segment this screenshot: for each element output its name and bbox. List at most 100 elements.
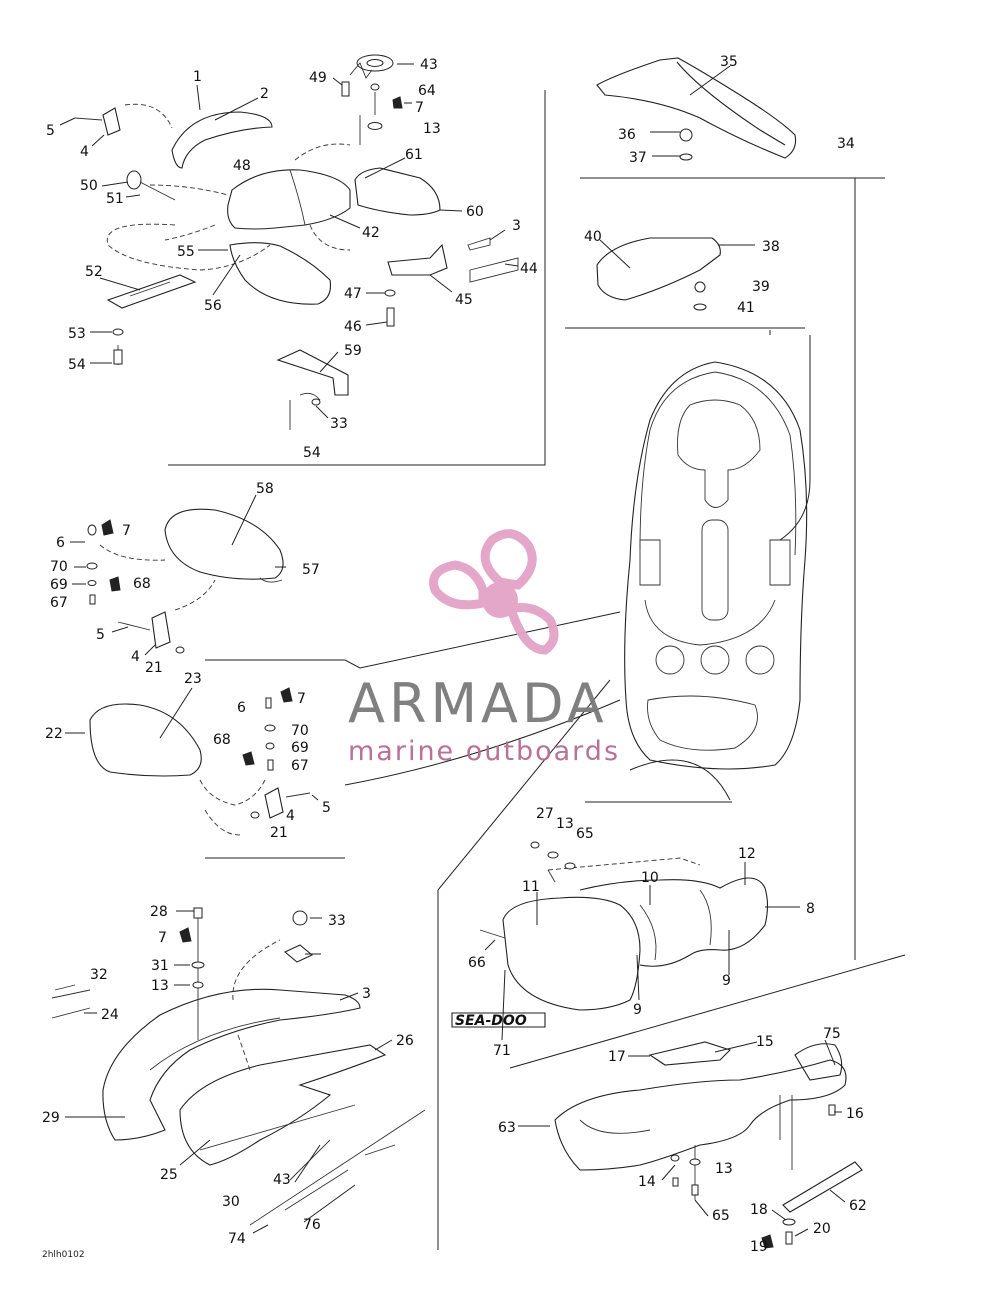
part-number-label: 25 bbox=[160, 1167, 178, 1183]
part-number-label: 20 bbox=[813, 1221, 831, 1237]
rear-seat-group bbox=[86, 508, 284, 654]
part-number-label: 62 bbox=[849, 1198, 867, 1214]
part-number-label: 63 bbox=[498, 1120, 516, 1136]
part-number-label: 14 bbox=[638, 1174, 656, 1190]
part-number-label: 28 bbox=[150, 904, 168, 920]
part-number-label: 43 bbox=[420, 57, 438, 73]
part-number-label: 13 bbox=[151, 978, 169, 994]
storage-cover-group bbox=[596, 57, 797, 311]
part-number-label: 10 bbox=[641, 870, 659, 886]
part-number-label: 71 bbox=[493, 1043, 511, 1059]
lower-seat-group bbox=[51, 907, 426, 1226]
part-number-label: 9 bbox=[722, 973, 731, 989]
seat-cushion-8-group bbox=[479, 841, 769, 1011]
part-number-label: 55 bbox=[177, 244, 195, 260]
part-number-label: 18 bbox=[750, 1202, 768, 1218]
part-number-label: 23 bbox=[184, 671, 202, 687]
part-number-label: 13 bbox=[556, 816, 574, 832]
part-number-label: 13 bbox=[715, 1161, 733, 1177]
front-seat-cushion-group bbox=[74, 54, 519, 430]
part-number-label: 8 bbox=[806, 901, 815, 917]
part-number-label: 54 bbox=[68, 357, 86, 373]
part-number-label: 37 bbox=[629, 150, 647, 166]
leader-lines bbox=[59, 63, 846, 1237]
drawing-code: 2hlh0102 bbox=[42, 1250, 85, 1260]
part-number-label: 45 bbox=[455, 292, 473, 308]
part-number-label: 69 bbox=[291, 740, 309, 756]
part-number-label: 7 bbox=[297, 691, 306, 707]
part-number-label: 70 bbox=[291, 723, 309, 739]
part-number-label: 24 bbox=[101, 1007, 119, 1023]
part-number-label: 74 bbox=[228, 1231, 246, 1247]
part-number-label: 43 bbox=[273, 1172, 291, 1188]
part-number-label: 70 bbox=[50, 559, 68, 575]
part-number-label: 68 bbox=[133, 576, 151, 592]
part-number-label: 65 bbox=[712, 1208, 730, 1224]
part-number-label: 44 bbox=[520, 261, 538, 277]
part-number-label: 46 bbox=[344, 319, 362, 335]
part-number-label: 33 bbox=[328, 913, 346, 929]
part-number-label: 16 bbox=[846, 1106, 864, 1122]
part-number-label: 48 bbox=[233, 158, 251, 174]
hull-body bbox=[624, 361, 808, 770]
part-number-label: 5 bbox=[46, 123, 55, 139]
part-number-label: 3 bbox=[512, 218, 521, 234]
part-number-label: 61 bbox=[405, 147, 423, 163]
decal-text: SEA-DOO bbox=[455, 1013, 527, 1029]
part-number-label: 41 bbox=[737, 300, 755, 316]
part-number-label: 56 bbox=[204, 298, 222, 314]
middle-seat-group bbox=[89, 687, 311, 836]
part-number-label: 21 bbox=[145, 660, 163, 676]
part-number-label: 36 bbox=[618, 127, 636, 143]
part-number-label: 64 bbox=[418, 83, 436, 99]
part-number-label: 75 bbox=[823, 1026, 841, 1042]
part-number-label: 68 bbox=[213, 732, 231, 748]
part-number-label: 1 bbox=[193, 69, 202, 85]
part-number-label: 58 bbox=[256, 481, 274, 497]
part-number-label: 6 bbox=[237, 700, 246, 716]
part-number-label: 76 bbox=[303, 1217, 321, 1233]
part-number-label: 49 bbox=[309, 70, 327, 86]
part-number-label: 60 bbox=[466, 204, 484, 220]
part-number-label: 4 bbox=[286, 808, 295, 824]
part-number-label: 65 bbox=[576, 826, 594, 842]
part-number-label: 27 bbox=[536, 806, 554, 822]
part-number-label: 6 bbox=[56, 535, 65, 551]
part-number-label: 35 bbox=[720, 54, 738, 70]
part-number-label: 21 bbox=[270, 825, 288, 841]
brand-name: ARMADA bbox=[348, 672, 608, 735]
part-number-label: 15 bbox=[756, 1034, 774, 1050]
part-number-label: 4 bbox=[80, 144, 89, 160]
part-number-label: 42 bbox=[362, 225, 380, 241]
part-number-label: 47 bbox=[344, 286, 362, 302]
part-number-label: 31 bbox=[151, 958, 169, 974]
part-number-label: 39 bbox=[752, 279, 770, 295]
part-number-label: 52 bbox=[85, 264, 103, 280]
part-number-label: 17 bbox=[608, 1049, 626, 1065]
part-number-label: 12 bbox=[738, 846, 756, 862]
part-number-label: 38 bbox=[762, 239, 780, 255]
part-number-label: 66 bbox=[468, 955, 486, 971]
part-number-label: 5 bbox=[96, 627, 105, 643]
part-number-label: 59 bbox=[344, 343, 362, 359]
part-number-label: 33 bbox=[330, 416, 348, 432]
part-number-label: 53 bbox=[68, 326, 86, 342]
part-number-label: 34 bbox=[837, 136, 855, 152]
section-separators bbox=[168, 90, 906, 1250]
part-number-label: 7 bbox=[415, 100, 424, 116]
lower-seat-base-group bbox=[554, 1041, 863, 1249]
part-number-label: 67 bbox=[50, 595, 68, 611]
part-number-label: 40 bbox=[584, 229, 602, 245]
part-number-label: 57 bbox=[302, 562, 320, 578]
part-number-label: 51 bbox=[106, 191, 124, 207]
propeller-icon bbox=[429, 529, 559, 655]
part-number-label: 22 bbox=[45, 726, 63, 742]
part-number-label: 32 bbox=[90, 967, 108, 983]
part-number-label: 19 bbox=[750, 1239, 768, 1255]
part-number-label: 5 bbox=[322, 800, 331, 816]
part-number-label: 29 bbox=[42, 1110, 60, 1126]
part-number-label: 2 bbox=[260, 86, 269, 102]
